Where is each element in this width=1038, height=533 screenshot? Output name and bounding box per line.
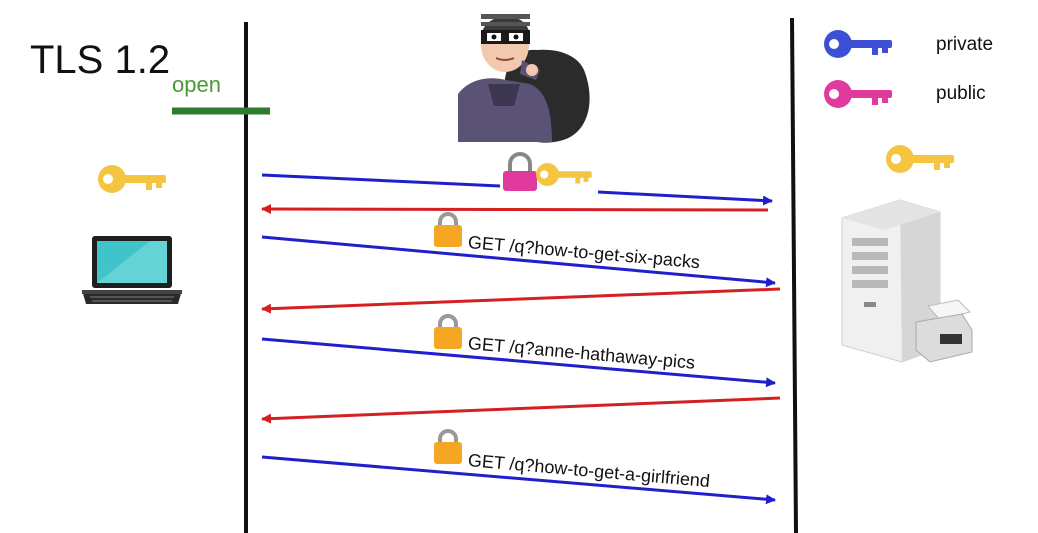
server-key-icon: [886, 145, 954, 173]
server-lifeline: [790, 17, 798, 533]
response-arrow-2: [261, 396, 781, 424]
private-key-icon: [824, 30, 892, 58]
padlock-icon: [434, 314, 462, 349]
thief-icon: [458, 14, 590, 143]
handshake-arrow-1-right: [597, 190, 773, 206]
server-tower-icon: [841, 199, 941, 363]
padlock-icon: [434, 429, 462, 464]
client-key-icon: [98, 165, 166, 193]
open-label: open: [172, 72, 221, 97]
padlock-icon: [434, 212, 462, 247]
padlock-icon: [503, 152, 537, 191]
laptop-icon: [82, 236, 182, 304]
legend-public-label: public: [936, 83, 986, 104]
legend-private-label: private: [936, 34, 994, 55]
handshake-arrow-1-left: [261, 173, 501, 188]
request-arrow-3: [261, 455, 776, 505]
response-arrow-1: [261, 287, 781, 314]
handshake-arrow-2: [261, 204, 769, 215]
diagram-title: TLS 1.2: [30, 38, 171, 82]
printer-icon: [915, 299, 973, 363]
request-arrow-2: [261, 337, 776, 388]
key-icon: [536, 163, 592, 186]
request-arrow-1: [261, 235, 776, 288]
public-key-icon: [824, 80, 892, 108]
